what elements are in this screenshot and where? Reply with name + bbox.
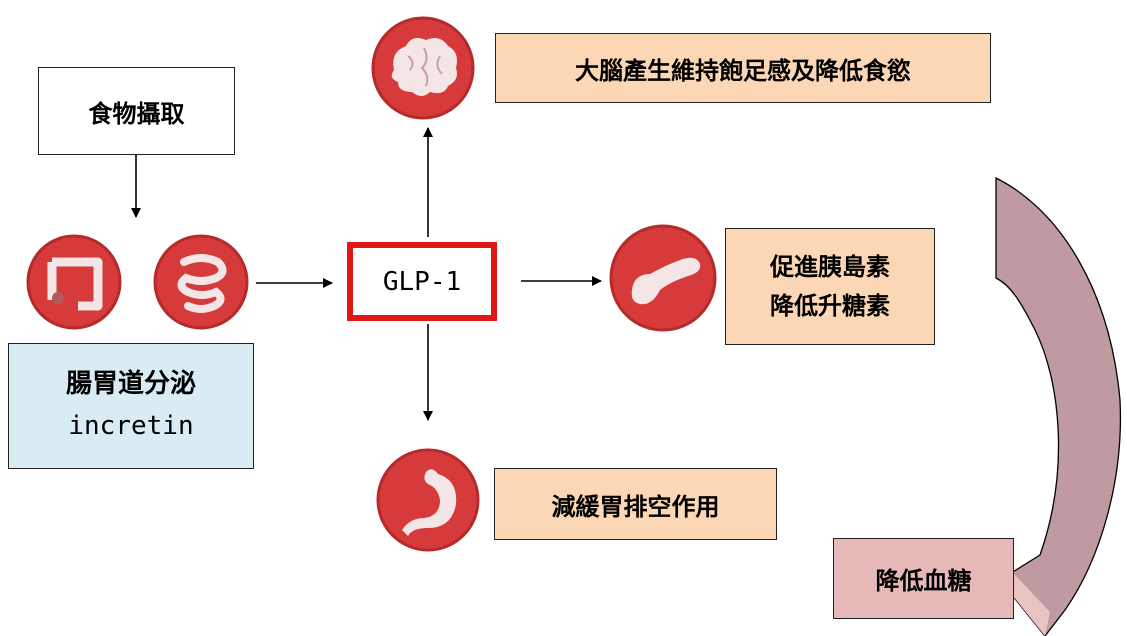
stomach-icon <box>376 448 480 552</box>
result-label: 降低血糖 <box>875 566 972 595</box>
pancreas-effect-line2: 降低升糖素 <box>770 290 890 320</box>
brain-icon <box>371 16 475 120</box>
colon-icon <box>26 234 122 330</box>
small-intestine-icon <box>153 234 249 330</box>
brain-effect-box: 大腦產生維持飽足感及降低食慾 <box>495 33 991 103</box>
gut-secretion-label: 腸胃道分泌 <box>65 369 196 400</box>
stomach-effect-label: 減緩胃排空作用 <box>551 491 720 521</box>
gut-secretion-box: 腸胃道分泌 incretin <box>8 343 254 469</box>
glp1-box: GLP-1 <box>347 242 497 321</box>
pancreas-effect-line1: 促進胰島素 <box>770 252 890 282</box>
stomach-effect-box: 減緩胃排空作用 <box>494 468 777 540</box>
result-box: 降低血糖 <box>833 538 1014 619</box>
food-intake-label: 食物攝取 <box>88 98 185 128</box>
brain-effect-label: 大腦產生維持飽足感及降低食慾 <box>575 55 911 85</box>
food-intake-box: 食物攝取 <box>38 67 235 155</box>
pancreas-icon <box>609 224 717 332</box>
incretin-label: incretin <box>68 411 194 441</box>
curved-arrow <box>995 176 1122 636</box>
pancreas-effect-box: 促進胰島素 降低升糖素 <box>725 228 935 345</box>
glp1-label: GLP-1 <box>382 266 462 297</box>
